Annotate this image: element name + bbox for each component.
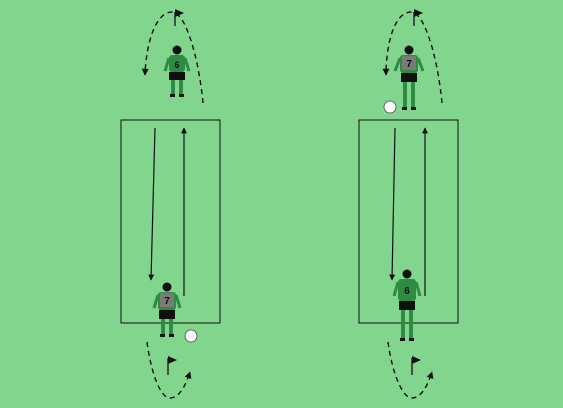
panel-right: 7 6	[358, 9, 459, 399]
jersey-number: 7	[406, 59, 412, 70]
player-bottom: 7	[152, 282, 182, 337]
flag-icon	[411, 356, 421, 375]
flag-icon	[174, 9, 184, 26]
curved-run-arrow	[382, 11, 443, 104]
player-top: 7	[393, 45, 425, 110]
jersey-number: 6	[404, 286, 410, 297]
panel-left: 6 7	[120, 9, 221, 399]
jersey-number: 6	[174, 60, 179, 70]
flag-icon	[413, 9, 423, 26]
run-arrow-down	[148, 127, 156, 281]
player-top: 6	[163, 45, 191, 97]
curved-run-arrow	[387, 341, 434, 399]
run-arrow-down	[389, 127, 396, 281]
curved-run-arrow	[141, 11, 204, 104]
player-bottom: 6	[392, 269, 422, 341]
jersey-number: 7	[164, 296, 170, 307]
curved-run-arrow	[146, 341, 192, 399]
flag-icon	[167, 356, 177, 375]
grid-box	[358, 119, 459, 324]
ball-icon	[383, 100, 397, 114]
ball-icon	[184, 329, 198, 343]
